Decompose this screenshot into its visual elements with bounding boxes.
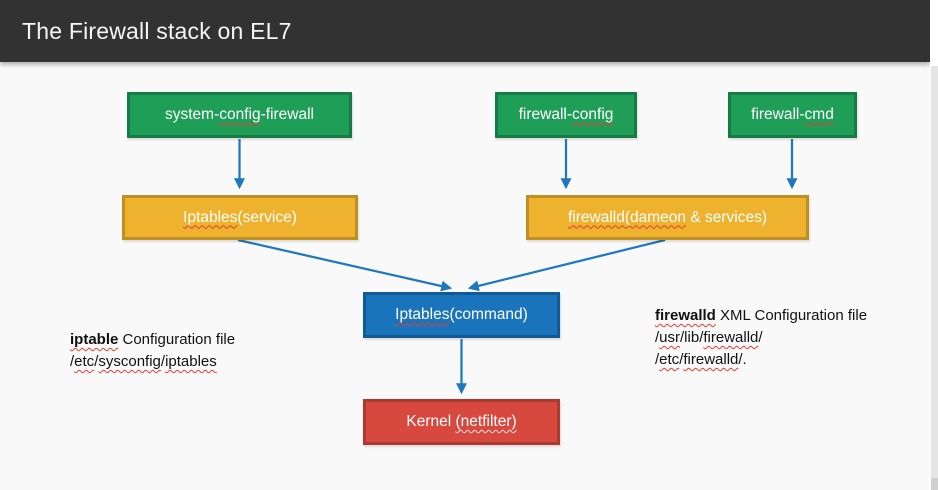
note-line: iptable Configuration file [70, 329, 340, 351]
note-line-path: /etc/sysconfig/iptables [70, 351, 340, 373]
note-iptables-config-file: iptable Configuration file /etc/sysconfi… [70, 329, 340, 373]
path-segment-misspelled: usr [659, 329, 681, 346]
path-segment: / [679, 351, 684, 368]
label-segment-misspelled: Iptables [395, 306, 450, 323]
arrow-iptables-service-to-iptables-command [237, 238, 453, 292]
label-segment: firewall- [518, 106, 573, 123]
note-firewalld-config-file: firewalld XML Configuration file /usr/li… [655, 305, 935, 371]
node-label: firewall-cmd [751, 106, 834, 124]
label-segment: (service) [237, 208, 297, 226]
scrollbar-track[interactable] [931, 66, 938, 478]
node-kernel-netfilter: Kernel (netfilter) [363, 399, 560, 445]
node-label: firewall-config [519, 106, 614, 124]
path-segment-misspelled: etc [74, 353, 95, 370]
note-text: Configuration file [118, 331, 236, 348]
node-label: firewalld(dameon & services) [568, 209, 767, 227]
label-segment-misspelled: config [572, 106, 614, 123]
label-segment: Kernel [406, 413, 456, 430]
label-segment: system- [164, 106, 220, 123]
note-bold-term: firewalld [655, 307, 716, 324]
label-segment-misspelled: firewalld(dameon [568, 208, 687, 226]
label-segment-misspelled: cmd [804, 106, 834, 123]
label-segment-misspelled: config [219, 106, 261, 123]
path-segment-misspelled: sysconfig [98, 353, 161, 370]
note-line: firewalld XML Configuration file [655, 305, 935, 327]
label-segment: firewall- [751, 106, 805, 123]
scrollbar[interactable] [930, 0, 938, 490]
node-label: system-config-firewall [165, 106, 314, 124]
node-iptables-command: Iptables(command) [363, 292, 560, 338]
node-label: Kernel (netfilter) [406, 413, 516, 431]
label-segment: & services) [686, 208, 767, 226]
node-firewall-config: firewall-config [495, 92, 637, 138]
path-segment: / [655, 329, 660, 346]
label-segment-misspelled: Iptables [183, 208, 238, 226]
note-line-path: /etc/firewalld/. [655, 349, 935, 371]
note-bold-term: iptable [70, 331, 119, 348]
node-firewalld-daemon: firewalld(dameon & services) [526, 195, 809, 240]
label-segment-misspelled: (netfilter) [455, 413, 517, 430]
node-iptables-service: Iptables(service) [122, 195, 358, 240]
slide-title-bar: The Firewall stack on EL7 [0, 0, 930, 62]
path-segment-misspelled: etc [659, 351, 680, 368]
path-segment-misspelled: firewalld [683, 351, 739, 368]
path-segment-misspelled: firewalld [703, 329, 759, 346]
node-label: Iptables(command) [395, 306, 528, 324]
note-line-path: /usr/lib/firewalld/ [655, 327, 935, 349]
path-segment: / [70, 353, 75, 370]
node-firewall-cmd: firewall-cmd [728, 92, 857, 138]
node-label: Iptables(service) [183, 209, 297, 227]
label-segment: -firewall [260, 106, 315, 123]
path-segment-misspelled: iptables [165, 353, 217, 370]
arrow-firewalld-to-iptables-command [467, 238, 666, 292]
path-segment: /lib/ [680, 329, 704, 346]
path-segment: / [94, 353, 99, 370]
path-segment: /. [738, 351, 747, 368]
node-system-config-firewall: system-config-firewall [127, 92, 352, 138]
path-segment: / [655, 351, 660, 368]
path-segment: / [160, 353, 166, 370]
label-segment: (command) [449, 306, 528, 323]
page-title: The Firewall stack on EL7 [22, 17, 292, 44]
note-text: XML Configuration file [715, 307, 868, 324]
scrollbar-track-end [931, 478, 938, 490]
path-segment: / [758, 329, 763, 346]
